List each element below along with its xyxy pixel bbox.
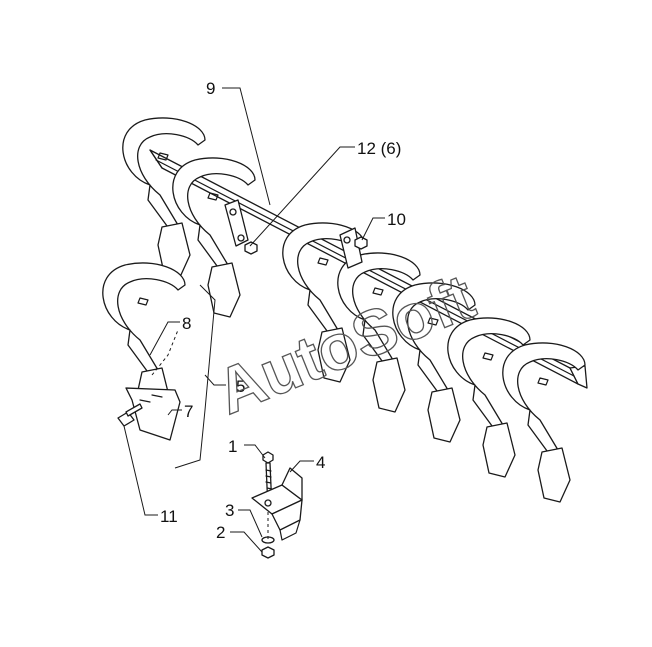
bolt-11 [117, 403, 143, 427]
nut-2 [261, 546, 275, 559]
tine-point-7 [125, 387, 181, 441]
callout-9: 9 [206, 79, 215, 98]
bar-brackets [224, 199, 363, 269]
callout-7: 7 [184, 402, 193, 421]
leader-lines [123, 87, 385, 553]
callout-labels: 9 12 (6) 10 8 5 7 11 1 4 3 2 [160, 79, 406, 542]
callout-11: 11 [160, 507, 178, 526]
callout-10: 10 [387, 210, 406, 229]
callout-4: 4 [316, 453, 325, 472]
nut-10 [354, 236, 368, 250]
bracket-4 [251, 467, 303, 541]
nut-12 [244, 241, 258, 255]
callout-8: 8 [182, 314, 191, 333]
callout-3: 3 [225, 501, 234, 520]
callout-2: 2 [216, 523, 225, 542]
callout-12: 12 (6) [357, 139, 401, 158]
assembly-lines [151, 284, 269, 540]
callout-1: 1 [228, 437, 237, 456]
callout-5: 5 [236, 377, 245, 396]
